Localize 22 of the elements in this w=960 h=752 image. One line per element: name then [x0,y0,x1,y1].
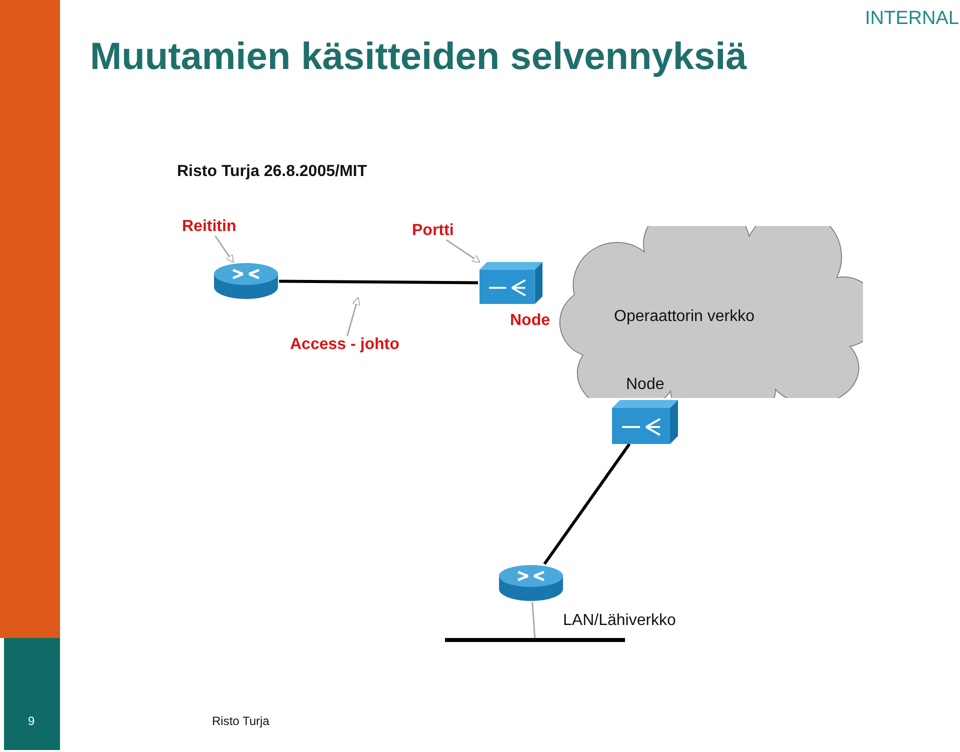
network-link [278,280,478,284]
callout-label: Portti [412,222,454,240]
leader-arrow [446,239,480,263]
router-icon [498,564,564,602]
slide-title: Muutamien käsitteiden selvennyksiä [90,36,747,79]
node-caption: LAN/Lähiverkko [563,612,676,630]
header-tag: INTERNAL [865,8,959,30]
router-icon [213,262,279,300]
leader-arrow [214,236,234,263]
footer-author: Risto Turja [212,714,270,728]
switch-icon [612,400,678,444]
callout-label: Access - johto [290,336,400,354]
cloud-label: Node [626,376,664,394]
node-caption: Node [510,312,550,330]
leader-arrow [346,296,360,336]
network-link [543,443,631,565]
author-date: Risto Turja 26.8.2005/MIT [177,163,367,181]
cloud-label: Operaattorin verkko [614,308,755,326]
callout-label: Reititin [182,218,236,236]
page-number: 9 [28,714,35,728]
switch-icon [478,262,544,304]
network-link [532,602,536,638]
